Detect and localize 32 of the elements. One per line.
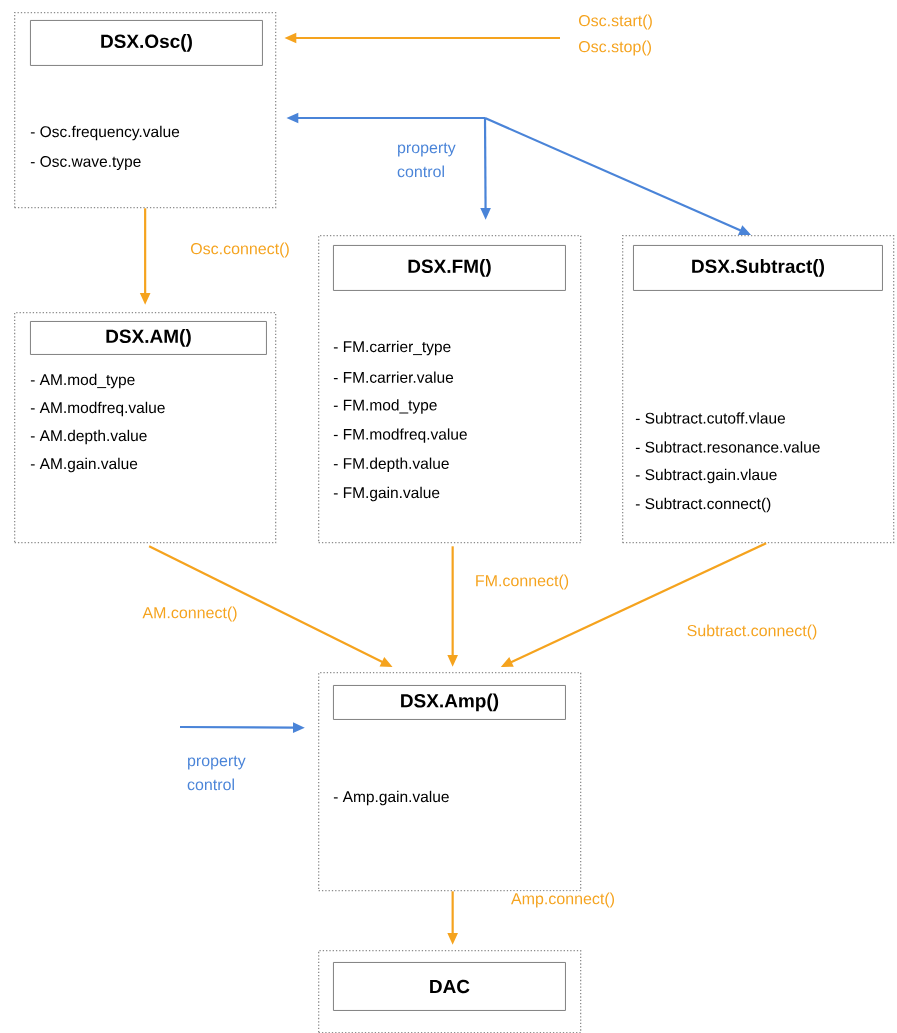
method-call-text: Osc.start() Osc.stop() — [578, 14, 652, 56]
property-item: - AM.depth.value — [30, 429, 147, 445]
property-item: - FM.carrier_type — [333, 340, 451, 356]
property-item: - Subtract.cutoff.vlaue — [635, 412, 785, 424]
edge-label: Amp.connect() — [510, 891, 617, 909]
title-box: DSX.FM() — [333, 245, 566, 291]
edge-label: property control — [396, 141, 460, 179]
title-box: DSX.AM() — [30, 321, 267, 355]
property-item: - AM.mod_type — [30, 373, 135, 389]
property-item: - Osc.wave.type — [30, 156, 141, 170]
edge-label: FM.connect() — [473, 573, 571, 591]
edge-label: Subtract.connect() — [685, 623, 819, 641]
property-item: - FM.depth.value — [333, 457, 449, 473]
property-item: - AM.modfreq.value — [30, 401, 165, 417]
property-item: - Subtract.resonance.value — [635, 441, 820, 453]
property-item: - FM.carrier.value — [333, 371, 454, 383]
title-box: DSX.Amp() — [333, 685, 566, 720]
property-item: - Subtract.gain.vlaue — [635, 468, 777, 484]
property-item: - FM.mod_type — [333, 399, 437, 414]
title-box: DAC — [333, 962, 566, 1011]
property-item: - Subtract.connect() — [635, 497, 771, 513]
edge-label: AM.connect() — [141, 605, 239, 623]
property-item: - Amp.gain.value — [333, 790, 449, 806]
edge-label: Osc.connect() — [189, 241, 291, 259]
property-item: - Osc.frequency.value — [30, 125, 180, 141]
property-item: - FM.gain.value — [333, 486, 440, 502]
property-item: - AM.gain.value — [30, 457, 138, 473]
module-panel — [318, 950, 582, 1033]
title-box: DSX.Subtract() — [633, 245, 883, 291]
edge-label: property control — [186, 754, 258, 792]
property-item: - FM.modfreq.value — [333, 428, 467, 443]
title-box: DSX.Osc() — [30, 20, 263, 66]
